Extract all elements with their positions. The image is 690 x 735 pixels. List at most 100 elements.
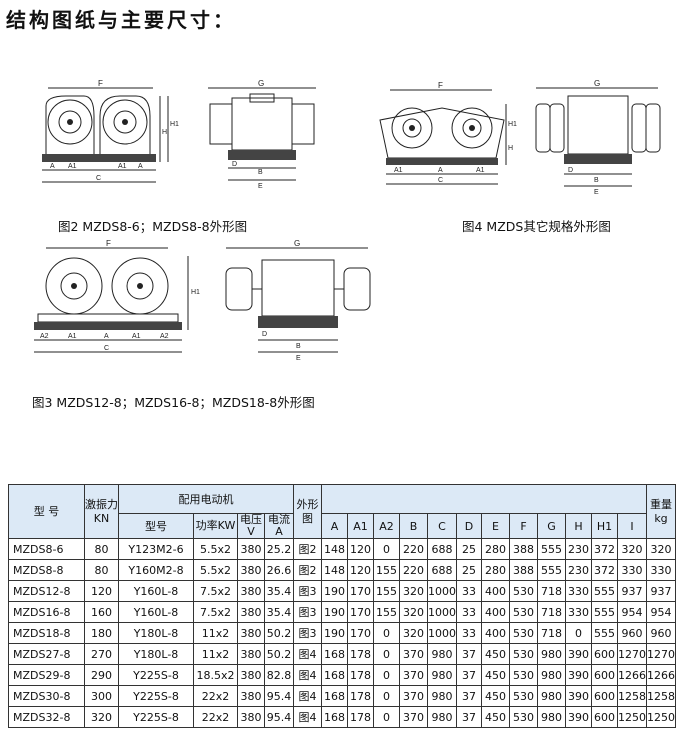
spec-table: 型 号 激振力KN 配用电动机 外形图 重量kg 型号 功率KW 电压V 电流A… (8, 484, 676, 728)
table-cell: 170 (347, 622, 374, 644)
table-cell-model: MZDS8-6 (8, 538, 85, 560)
th-model: 型 号 (8, 484, 85, 539)
table-cell: 370 (399, 643, 428, 665)
th-force: 激振力KN (84, 484, 119, 539)
table-cell: 600 (591, 664, 618, 686)
fig2-dim-C: C (96, 175, 101, 182)
table-cell: 22x2 (193, 706, 238, 728)
table-cell: 图4 (293, 706, 322, 728)
table-cell: 37 (456, 643, 482, 665)
table-cell: Y225S-8 (118, 664, 194, 686)
fig4-dim-E: E (594, 189, 599, 196)
table-cell: 33 (456, 580, 482, 602)
table-cell: 330 (565, 601, 592, 623)
table-cell: 390 (565, 685, 592, 707)
table-cell: 370 (399, 685, 428, 707)
table-cell: 160 (84, 601, 119, 623)
table-cell: 450 (481, 706, 510, 728)
table-cell: 280 (481, 538, 510, 560)
table-cell: 320 (399, 622, 428, 644)
fig4-side-view: G D B E (528, 76, 668, 196)
table-cell: 450 (481, 643, 510, 665)
fig3-dim-A1-right: A1 (132, 333, 141, 340)
table-cell: 50.2 (264, 643, 294, 665)
table-cell: 450 (481, 664, 510, 686)
th-dim-G: G (537, 513, 566, 539)
table-cell: 180 (84, 622, 119, 644)
table-cell: 168 (321, 664, 348, 686)
table-cell: 35.4 (264, 601, 294, 623)
table-cell: 380 (237, 580, 265, 602)
fig2-side-view: G D B E (198, 76, 328, 196)
th-dim-D: D (456, 513, 482, 539)
fig2-caption: 图2 MZDS8-6；MZDS8-8外形图 (58, 219, 248, 234)
table-cell: 320 (399, 580, 428, 602)
fig3-dim-E: E (296, 355, 301, 362)
table-cell: 555 (537, 538, 566, 560)
fig4-front-view: F H1 H A1 A A1 C (372, 80, 522, 195)
table-cell-model: MZDS16-8 (8, 601, 85, 623)
table-cell: 178 (347, 664, 374, 686)
table-cell: 450 (481, 685, 510, 707)
table-cell: 168 (321, 706, 348, 728)
fig2-dim-A1-right: A1 (118, 163, 127, 170)
table-cell: 300 (84, 685, 119, 707)
table-cell: 718 (537, 580, 566, 602)
table-cell: 937 (617, 580, 647, 602)
table-cell: 330 (617, 559, 647, 581)
table-cell: 170 (347, 601, 374, 623)
fig2-dim-H1: H1 (170, 121, 179, 128)
table-cell: Y180L-8 (118, 622, 194, 644)
table-cell: 95.4 (264, 685, 294, 707)
table-cell: 图3 (293, 580, 322, 602)
table-cell: 图2 (293, 538, 322, 560)
table-cell-model: MZDS32-8 (8, 706, 85, 728)
table-cell: Y160L-8 (118, 601, 194, 623)
th-dim-A: A (321, 513, 348, 539)
table-cell: 400 (481, 622, 510, 644)
table-cell: 320 (84, 706, 119, 728)
table-cell: 11x2 (193, 643, 238, 665)
table-cell: 380 (237, 601, 265, 623)
table-cell: 1258 (646, 685, 676, 707)
table-cell: 980 (537, 685, 566, 707)
table-cell: 25.2 (264, 538, 294, 560)
table-cell: 555 (591, 580, 618, 602)
th-power: 功率KW (193, 513, 238, 539)
table-cell: 330 (646, 559, 676, 581)
table-cell: 1258 (617, 685, 647, 707)
table-cell: 530 (509, 685, 538, 707)
th-dim-F: F (509, 513, 538, 539)
th-dim-I: I (617, 513, 647, 539)
table-cell: 5.5x2 (193, 538, 238, 560)
th-dim-A1: A1 (347, 513, 374, 539)
table-cell: 80 (84, 559, 119, 581)
table-cell: 图4 (293, 685, 322, 707)
table-cell: 555 (591, 622, 618, 644)
table-cell: 530 (509, 706, 538, 728)
fig3-dim-F: F (106, 239, 111, 248)
table-cell: 1270 (617, 643, 647, 665)
table-cell: 600 (591, 685, 618, 707)
table-cell: 270 (84, 643, 119, 665)
table-cell: 80 (84, 538, 119, 560)
th-current: 电流A (264, 513, 294, 539)
table-cell: 0 (373, 643, 400, 665)
table-cell: 33 (456, 601, 482, 623)
table-cell: 954 (617, 601, 647, 623)
table-cell: 155 (373, 580, 400, 602)
table-cell: 0 (373, 685, 400, 707)
table-cell: 320 (617, 538, 647, 560)
table-cell: 82.8 (264, 664, 294, 686)
fig2-dim-G: G (258, 79, 264, 88)
table-cell: 290 (84, 664, 119, 686)
fig2-dim-F: F (98, 79, 103, 88)
th-dim-B: B (399, 513, 428, 539)
table-cell: 400 (481, 580, 510, 602)
fig3-caption: 图3 MZDS12-8；MZDS16-8；MZDS18-8外形图 (32, 395, 315, 410)
table-cell: 718 (537, 622, 566, 644)
table-cell: 95.4 (264, 706, 294, 728)
fig2-dim-A-right: A (138, 163, 143, 170)
